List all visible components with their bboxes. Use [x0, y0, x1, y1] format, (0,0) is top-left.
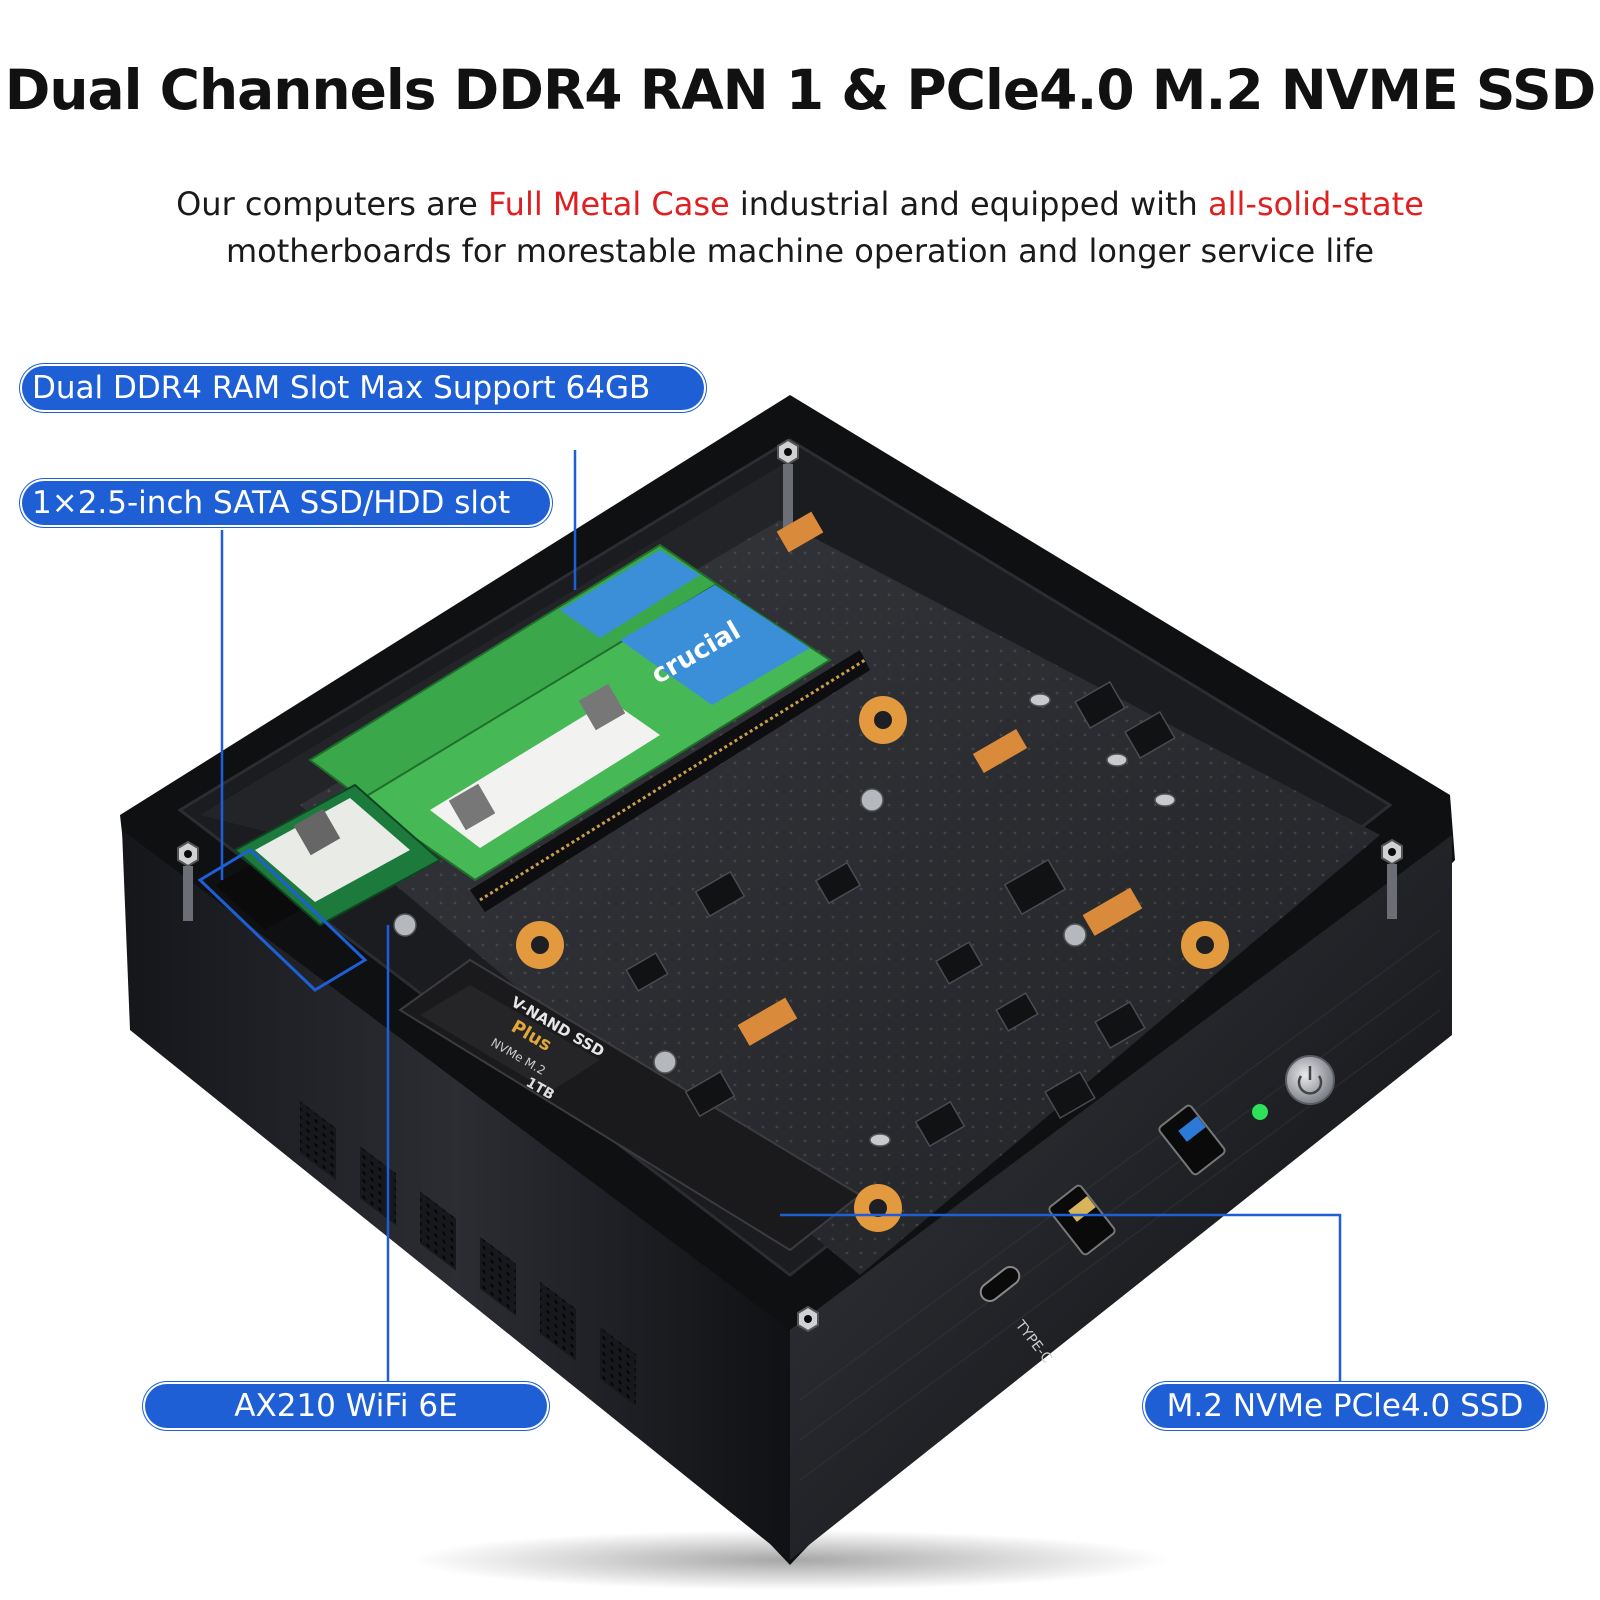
callout-nvme-ssd: M.2 NVMe PCle4.0 SSD — [1145, 1384, 1545, 1428]
subtitle-line-2: motherboards for morestable machine oper… — [225, 232, 1375, 270]
subtitle-text: Our computers are — [176, 185, 488, 223]
callout-wifi: AX210 WiFi 6E — [145, 1384, 547, 1428]
subtitle-line-1: Our computers are Full Metal Case indust… — [0, 185, 1600, 223]
subtitle-highlight-solid: all-solid-state — [1208, 185, 1424, 223]
nvme-ssd: V-NAND SSD Plus NVMe M.2 1TB — [398, 958, 862, 1252]
usb3-port-icon — [1158, 1104, 1226, 1176]
led-indicator-icon — [1252, 1104, 1268, 1120]
ram-module-front: crucial — [358, 583, 832, 882]
subtitle-text: industrial and equipped with — [729, 185, 1208, 223]
callout-ram-slot: Dual DDR4 RAM Slot Max Support 64GB — [22, 366, 704, 410]
ssd-leader-line — [780, 1213, 1342, 1385]
headline: Dual Channels DDR4 RAN 1 & PCle4.0 M.2 N… — [4, 58, 1597, 122]
wifi-card — [233, 783, 442, 927]
subtitle-highlight-metal: Full Metal Case — [488, 185, 730, 223]
callout-sata-slot: 1×2.5-inch SATA SSD/HDD slot — [22, 481, 550, 525]
power-button-icon — [1285, 1055, 1335, 1105]
